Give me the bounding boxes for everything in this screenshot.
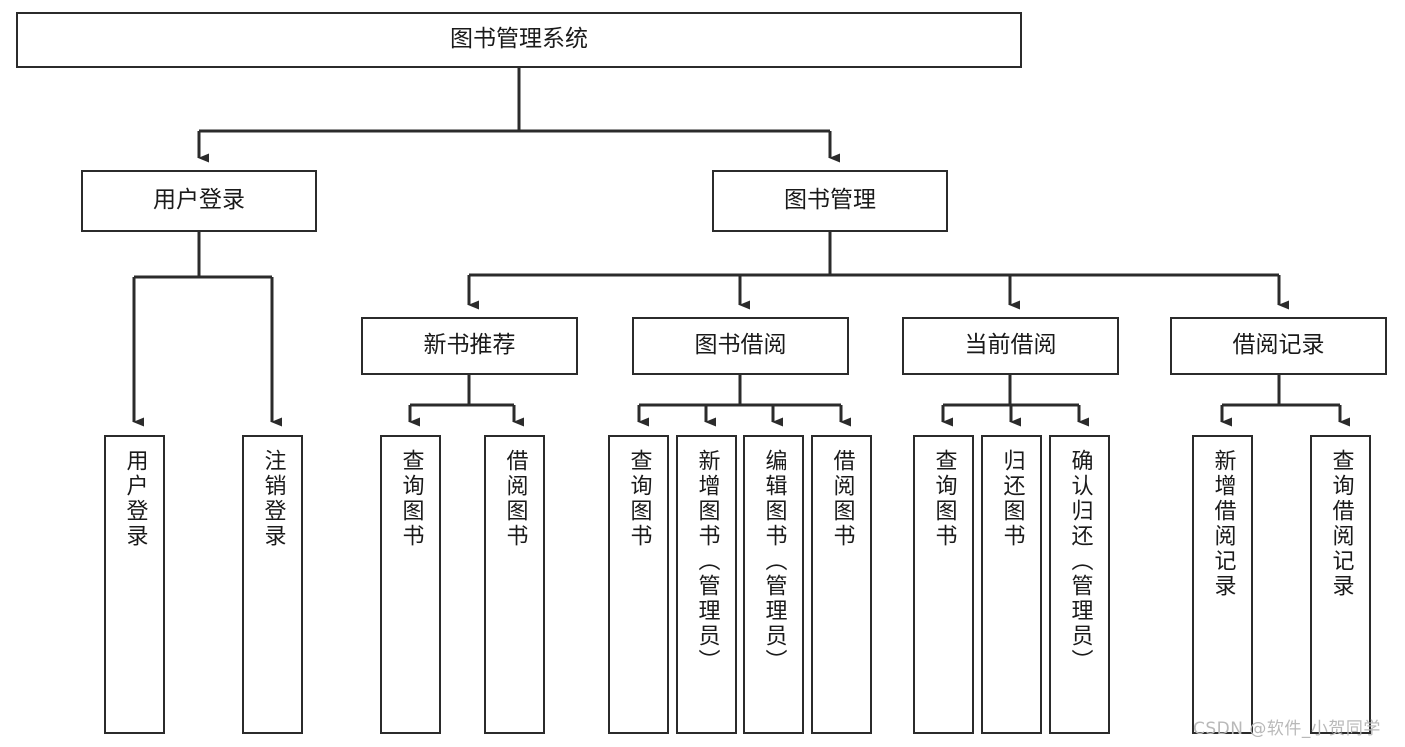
node-label: 查询图书 <box>931 449 957 549</box>
leaf-query-book-borrow[interactable]: 查询图书 <box>608 435 669 734</box>
node-label: 新增图书（管理员） <box>694 449 720 674</box>
node-label: 查询图书 <box>398 449 424 549</box>
node-current-borrow[interactable]: 当前借阅 <box>902 317 1119 375</box>
node-label: 图书借阅 <box>694 332 787 359</box>
node-label: 当前借阅 <box>964 332 1057 359</box>
node-label: 归还图书 <box>999 449 1025 549</box>
leaf-add-borrow-record[interactable]: 新增借阅记录 <box>1192 435 1253 734</box>
node-label: 确认归还（管理员） <box>1067 449 1093 674</box>
node-label: 新增借阅记录 <box>1210 449 1236 599</box>
node-book-management[interactable]: 图书管理 <box>712 170 948 232</box>
leaf-query-book-recommend[interactable]: 查询图书 <box>380 435 441 734</box>
node-label: 借阅图书 <box>502 449 528 549</box>
leaf-edit-book-admin[interactable]: 编辑图书（管理员） <box>743 435 804 734</box>
node-label: 注销登录 <box>260 449 286 549</box>
node-label: 借阅图书 <box>829 449 855 549</box>
leaf-return-book[interactable]: 归还图书 <box>981 435 1042 734</box>
csdn-watermark: CSDN @软件_小贺同学 <box>1193 719 1381 739</box>
node-borrow-record[interactable]: 借阅记录 <box>1170 317 1387 375</box>
leaf-borrow-book-recommend[interactable]: 借阅图书 <box>484 435 545 734</box>
node-label: 新书推荐 <box>423 332 516 359</box>
node-label: 借阅记录 <box>1232 332 1325 359</box>
leaf-query-borrow-record[interactable]: 查询借阅记录 <box>1310 435 1371 734</box>
leaf-query-book-current[interactable]: 查询图书 <box>913 435 974 734</box>
leaf-confirm-return-admin[interactable]: 确认归还（管理员） <box>1049 435 1110 734</box>
leaf-add-book-admin[interactable]: 新增图书（管理员） <box>676 435 737 734</box>
node-label: 图书管理 <box>784 187 876 214</box>
leaf-logout[interactable]: 注销登录 <box>242 435 303 734</box>
node-label: 查询图书 <box>626 449 652 549</box>
node-label: 查询借阅记录 <box>1328 449 1354 599</box>
node-label: 编辑图书（管理员） <box>761 449 787 674</box>
leaf-borrow-book[interactable]: 借阅图书 <box>811 435 872 734</box>
node-label: 用户登录 <box>153 187 245 214</box>
node-new-book-recommend[interactable]: 新书推荐 <box>361 317 578 375</box>
node-root-system[interactable]: 图书管理系统 <box>16 12 1022 68</box>
node-label: 图书管理系统 <box>450 26 588 53</box>
leaf-user-login[interactable]: 用户登录 <box>104 435 165 734</box>
node-user-login[interactable]: 用户登录 <box>81 170 317 232</box>
node-book-borrow[interactable]: 图书借阅 <box>632 317 849 375</box>
node-label: 用户登录 <box>122 449 148 549</box>
